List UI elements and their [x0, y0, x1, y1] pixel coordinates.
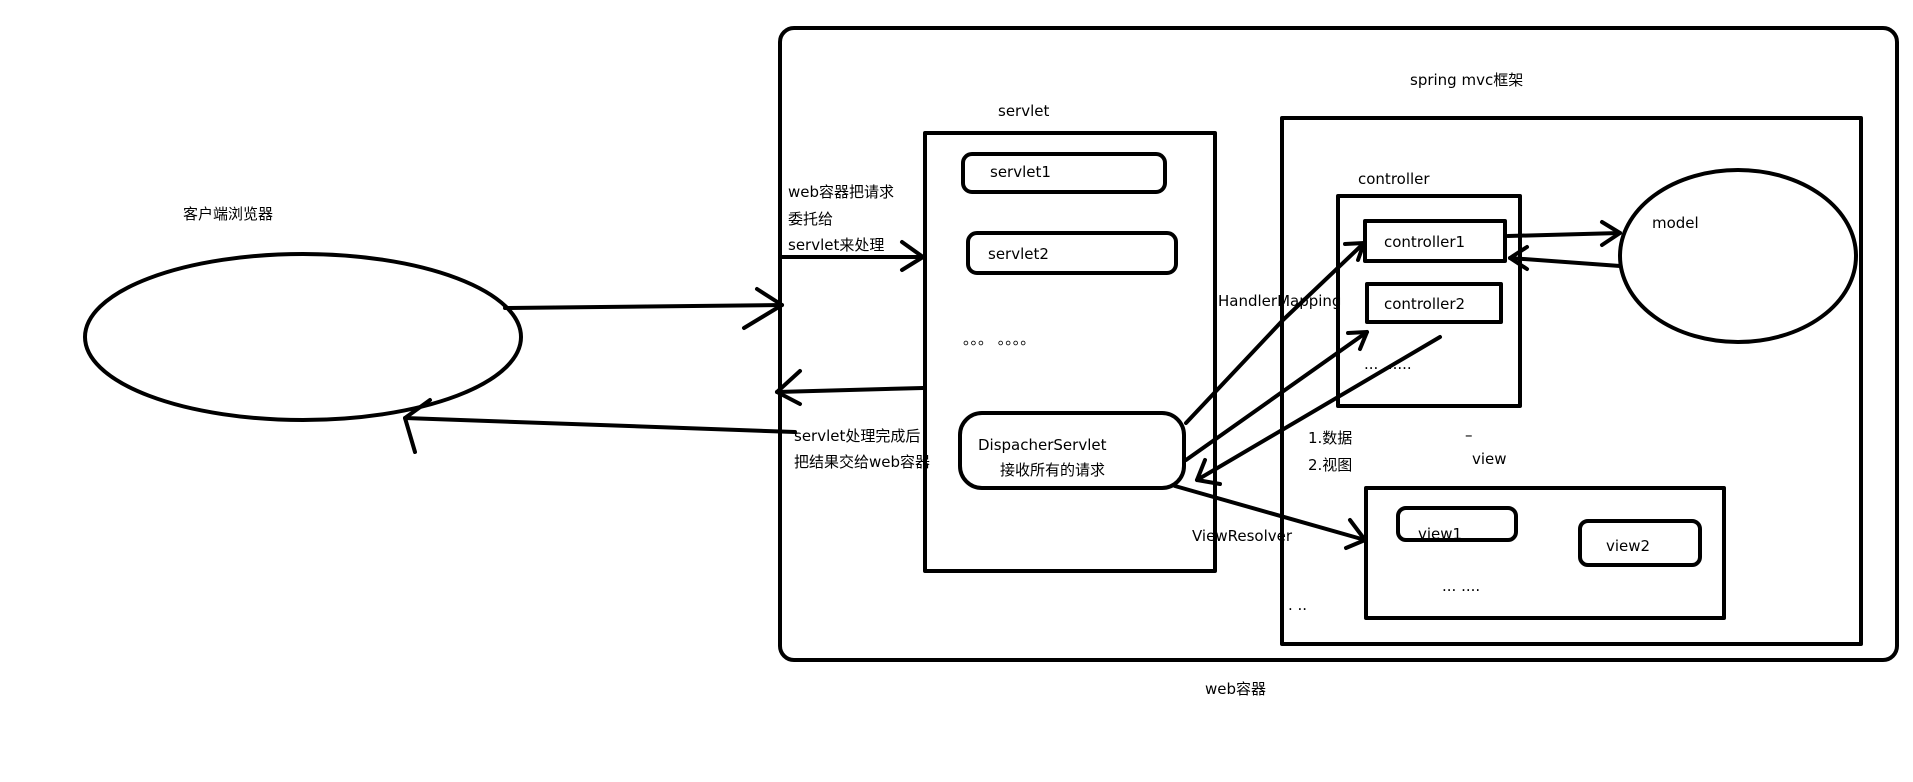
- request-text-line2: 委托给: [788, 210, 833, 228]
- return-data-label: 1.数据: [1308, 429, 1352, 447]
- web-container-label: web容器: [1205, 680, 1266, 698]
- view-label: view: [1472, 450, 1507, 468]
- servlet1-label: servlet1: [990, 163, 1051, 181]
- servlet1-box: [961, 152, 1167, 194]
- controller-ellipsis: ... ......: [1364, 355, 1412, 373]
- view-box: [1364, 486, 1726, 620]
- web-container-box: [778, 26, 1899, 662]
- view1-label: view1: [1418, 525, 1462, 543]
- view-ellipsis: ... ....: [1442, 577, 1480, 595]
- response-text-line1: servlet处理完成后: [794, 427, 920, 445]
- view-resolver-label: ViewResolver: [1192, 527, 1293, 545]
- view1-box: [1396, 506, 1518, 542]
- dots-mark: . ..: [1288, 596, 1307, 614]
- controller2-label: controller2: [1384, 295, 1465, 313]
- servlet2-box: [966, 231, 1178, 275]
- model-to-controller-arrow: [1508, 245, 1622, 271]
- controller-box: [1336, 194, 1522, 408]
- controller2-box: [1365, 282, 1503, 324]
- response-text-line2: 把结果交给web容器: [794, 453, 930, 471]
- dispatch-to-controller1-arrow: [1184, 241, 1366, 425]
- spring-mvc-box: [1280, 116, 1863, 646]
- spring-mvc-label: spring mvc框架: [1410, 71, 1523, 89]
- model-ellipse: [1618, 168, 1858, 344]
- controller-label: controller: [1358, 170, 1430, 188]
- dash-mark: –: [1465, 426, 1473, 444]
- response-arrow: [403, 398, 797, 454]
- controller-return-arrow: [1195, 335, 1442, 486]
- controller1-label: controller1: [1384, 233, 1465, 251]
- delegate-arrow: [780, 240, 925, 272]
- request-text-line1: web容器把请求: [788, 183, 894, 201]
- return-view-label: 2.视图: [1308, 456, 1352, 474]
- view2-box: [1578, 519, 1702, 567]
- dispatcher-desc-label: 接收所有的请求: [1000, 461, 1105, 479]
- dispatcher-servlet-box: [958, 411, 1186, 490]
- dispatch-to-view-arrow: [1173, 484, 1367, 550]
- view2-label: view2: [1606, 537, 1650, 555]
- controller1-box: [1363, 219, 1507, 263]
- servlet2-label: servlet2: [988, 245, 1049, 263]
- servlet-label: servlet: [998, 102, 1049, 120]
- browser-ellipse: [83, 252, 523, 422]
- request-arrow: [503, 287, 784, 330]
- dispatcher-name-label: DispacherServlet: [978, 436, 1107, 454]
- dispatch-to-controller2-arrow: [1184, 330, 1369, 462]
- browser-label: 客户端浏览器: [183, 205, 273, 223]
- servlet-box: [923, 131, 1217, 573]
- request-text-line3: servlet来处理: [788, 236, 884, 254]
- controller-to-model-arrow: [1506, 220, 1622, 247]
- return-to-container-arrow: [775, 369, 925, 406]
- servlet-ellipsis: 。。。 。。。。: [963, 330, 1035, 348]
- model-label: model: [1652, 214, 1699, 232]
- handler-mapping-label: HandlerMapping: [1218, 292, 1341, 310]
